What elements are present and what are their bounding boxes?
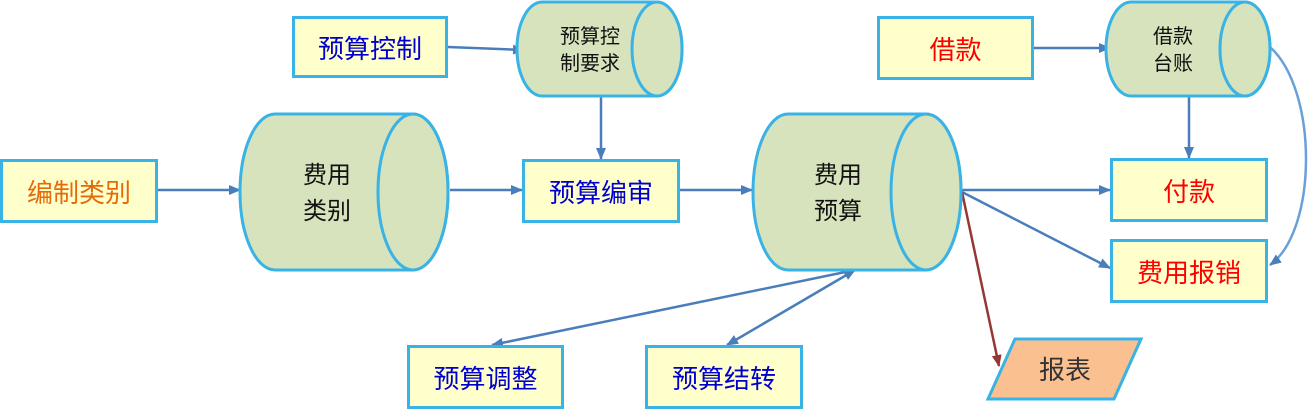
box-loan: 借款	[877, 16, 1034, 80]
box-budget-review-label: 预算编审	[548, 178, 653, 209]
box-loan-label: 借款	[929, 35, 982, 66]
cylinder-control-requirement-line1: 预算控	[560, 24, 620, 48]
cylinder-expense-budget: 费用 预算	[751, 112, 963, 272]
box-budget-carryover-label: 预算结转	[671, 364, 776, 395]
box-compile-category-label: 编制类别	[26, 178, 131, 209]
box-budget-carryover: 预算结转	[645, 345, 803, 409]
box-expense-reimburse-label: 费用报销	[1136, 258, 1241, 289]
arrow-budget-control-to-req	[447, 44, 525, 55]
cylinder-expense-budget-line2: 预算	[814, 197, 862, 225]
cylinder-expense-budget-line1: 费用	[814, 161, 862, 189]
cylinder-control-requirement-line2: 制要求	[560, 51, 620, 75]
cylinder-expense-category-line2: 类别	[303, 197, 351, 225]
box-payment-label: 付款	[1162, 177, 1215, 208]
box-budget-adjust: 预算调整	[407, 345, 564, 409]
cylinder-loan-ledger-line1: 借款	[1153, 24, 1193, 48]
arrow-carryover-budget	[726, 268, 856, 347]
cylinder-loan-ledger-line2: 台账	[1153, 51, 1193, 75]
box-budget-control-label: 预算控制	[317, 34, 422, 65]
box-budget-review: 预算编审	[522, 159, 680, 223]
report-label: 报表	[1039, 356, 1091, 386]
box-budget-adjust-label: 预算调整	[433, 364, 538, 395]
box-payment: 付款	[1110, 158, 1268, 222]
arrow-budget-to-reimburse	[961, 190, 1111, 270]
cylinder-loan-ledger: 借款 台账	[1104, 0, 1272, 98]
arrow-budget-to-report	[960, 191, 1002, 367]
cylinder-expense-category: 费用 类别	[238, 112, 450, 272]
report-output: 报表	[985, 337, 1144, 401]
arrow-adjust-budget	[491, 267, 856, 348]
arrow-ledger-to-reimburse	[1269, 46, 1308, 267]
box-budget-control: 预算控制	[292, 16, 448, 78]
cylinder-control-requirement: 预算控 制要求	[515, 0, 684, 98]
cylinder-expense-category-line1: 费用	[303, 161, 351, 189]
box-expense-reimburse: 费用报销	[1110, 239, 1268, 303]
box-compile-category: 编制类别	[0, 159, 158, 223]
